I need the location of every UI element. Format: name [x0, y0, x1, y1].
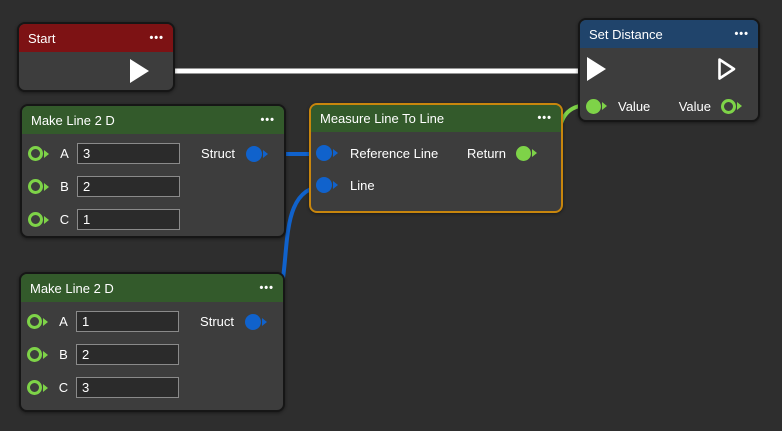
input-row-b: B [22, 170, 284, 203]
value-output-port-icon[interactable] [721, 98, 742, 114]
reference-line-input-port-icon[interactable] [316, 145, 338, 161]
value-input-label: Value [618, 98, 651, 114]
exec-input-pin-icon[interactable] [587, 57, 606, 81]
input-field-c[interactable] [76, 377, 179, 398]
input-port-b-icon[interactable] [27, 347, 48, 362]
input-field-a[interactable] [77, 143, 180, 164]
value-row: Value Value [580, 90, 758, 120]
input-label-a: A [59, 314, 68, 329]
value-output-label: Value [678, 98, 711, 114]
node-measure-header[interactable]: Measure Line To Line ••• [311, 105, 561, 132]
input-port-a-icon[interactable] [27, 314, 48, 329]
node-make-line-bottom-header[interactable]: Make Line 2 D ••• [21, 274, 283, 302]
node-title: Start [28, 30, 56, 46]
return-output-port-icon[interactable] [516, 145, 537, 161]
menu-icon[interactable]: ••• [259, 281, 274, 294]
line-row: Line [311, 169, 561, 201]
line-label: Line [350, 177, 375, 193]
node-body: Reference Line Return Line [311, 132, 561, 201]
input-port-c-icon[interactable] [28, 212, 49, 227]
return-output-label: Return [466, 145, 506, 161]
node-title: Make Line 2 D [31, 112, 115, 128]
menu-icon[interactable]: ••• [260, 113, 275, 126]
node-measure-line-to-line[interactable]: Measure Line To Line ••• Reference Line … [309, 103, 563, 213]
input-port-c-icon[interactable] [27, 380, 48, 395]
struct-output: Struct [200, 305, 267, 338]
exec-output-pin-icon[interactable] [716, 56, 738, 82]
node-make-line-top-header[interactable]: Make Line 2 D ••• [22, 106, 284, 134]
input-port-a-icon[interactable] [28, 146, 49, 161]
struct-output-label: Struct [201, 146, 235, 161]
node-body: A B C Struct [22, 134, 284, 236]
input-label-a: A [60, 146, 69, 161]
input-row-b: B [21, 338, 283, 371]
menu-icon[interactable]: ••• [149, 31, 164, 44]
menu-icon[interactable]: ••• [734, 27, 749, 40]
menu-icon[interactable]: ••• [537, 112, 552, 124]
exec-row [580, 48, 758, 90]
node-title: Measure Line To Line [320, 111, 445, 126]
node-set-distance-header[interactable]: Set Distance ••• [580, 20, 758, 48]
node-make-line-2d-top[interactable]: Make Line 2 D ••• A B C Struct [20, 104, 286, 238]
input-label-c: C [59, 212, 70, 227]
input-label-c: C [58, 380, 69, 395]
node-title: Make Line 2 D [30, 280, 114, 296]
input-row-a: A [21, 305, 283, 338]
input-field-b[interactable] [77, 176, 180, 197]
node-start[interactable]: Start ••• [17, 22, 175, 92]
node-title: Set Distance [589, 26, 663, 42]
input-port-b-icon[interactable] [28, 179, 49, 194]
input-field-a[interactable] [76, 311, 179, 332]
input-label-b: B [59, 347, 68, 362]
input-field-c[interactable] [77, 209, 180, 230]
node-set-distance[interactable]: Set Distance ••• Value Value [578, 18, 760, 122]
struct-output-port-icon[interactable] [246, 145, 268, 162]
struct-output-port-icon[interactable] [245, 313, 267, 330]
node-start-body [19, 52, 173, 90]
input-label-b: B [60, 179, 69, 194]
input-field-b[interactable] [76, 344, 179, 365]
node-make-line-2d-bottom[interactable]: Make Line 2 D ••• A B C Struct [19, 272, 285, 412]
value-input-port-icon[interactable] [586, 98, 607, 114]
exec-output-pin-icon[interactable] [130, 59, 149, 83]
input-row-c: C [21, 371, 283, 404]
line-input-port-icon[interactable] [316, 177, 338, 193]
node-body: A B C Struct [21, 302, 283, 404]
struct-output: Struct [201, 137, 268, 170]
input-row-c: C [22, 203, 284, 236]
node-start-header[interactable]: Start ••• [19, 24, 173, 52]
reference-line-label: Reference Line [350, 145, 439, 161]
reference-line-row: Reference Line Return [311, 137, 561, 169]
struct-output-label: Struct [200, 314, 234, 329]
input-row-a: A [22, 137, 284, 170]
